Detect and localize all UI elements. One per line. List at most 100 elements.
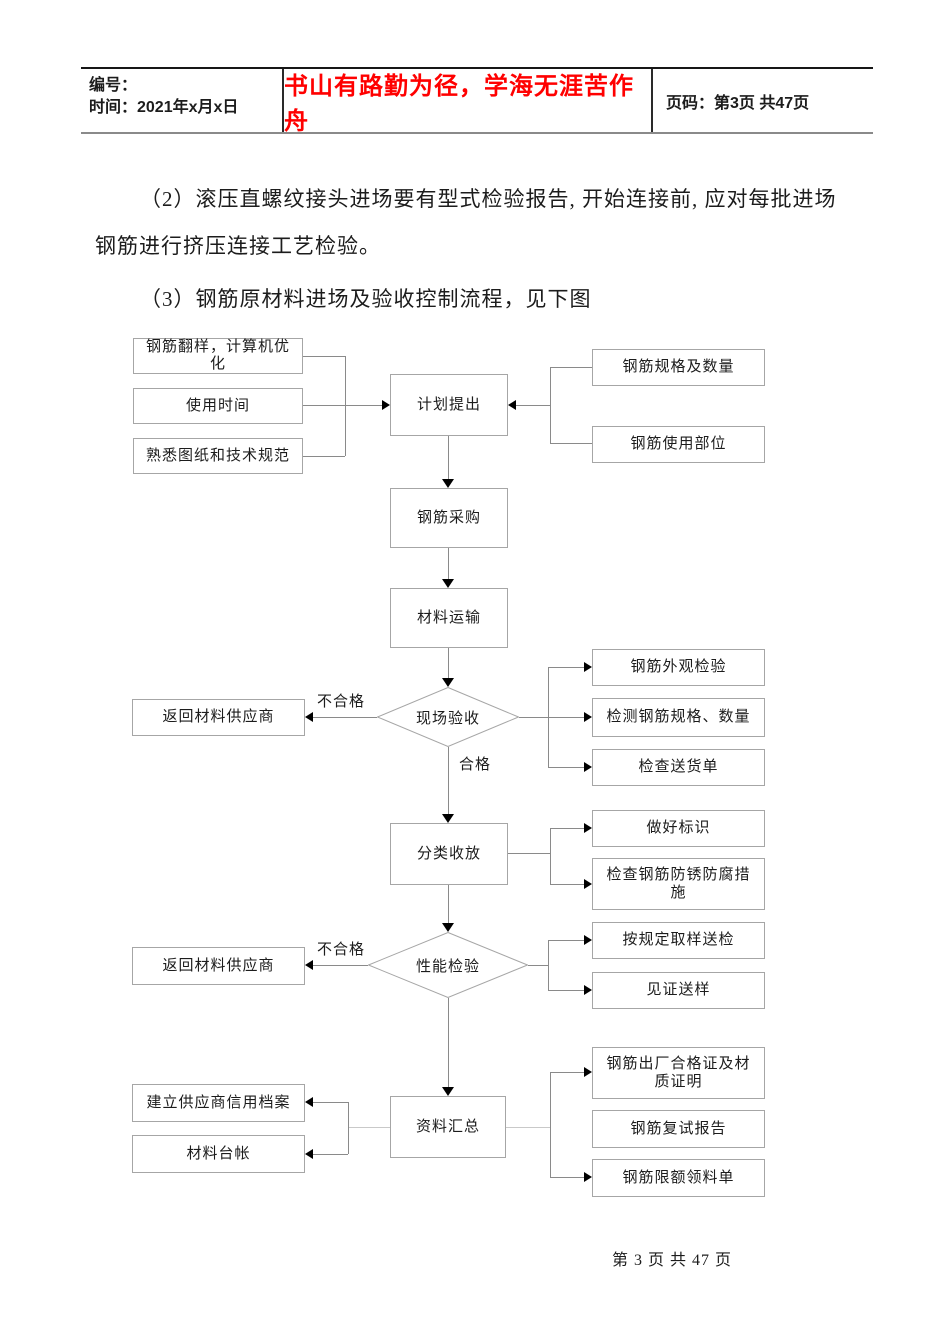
flow-arrow-down-icon bbox=[442, 678, 454, 687]
connector-line bbox=[548, 667, 584, 668]
header-cell-page: 页码：第3页 共47页 bbox=[653, 69, 873, 132]
node-supplier-credit-file: 建立供应商信用档案 bbox=[132, 1084, 305, 1122]
node-marking: 做好标识 bbox=[592, 810, 765, 847]
connector-line bbox=[550, 1177, 584, 1178]
header-cell-motto: 书山有路勤为径，学海无涯苦作舟 bbox=[282, 69, 653, 135]
connector-line bbox=[303, 405, 382, 406]
connector-line bbox=[448, 998, 449, 1087]
node-rust-protection: 检查钢筋防锈防腐措施 bbox=[592, 858, 765, 910]
node-witness-sampling: 见证送样 bbox=[592, 972, 765, 1009]
edge-label-fail-1: 不合格 bbox=[317, 694, 366, 710]
flow-arrow-left-icon bbox=[508, 400, 516, 410]
node-material-ledger: 材料台帐 bbox=[132, 1135, 305, 1173]
flow-arrow-right-icon bbox=[584, 712, 592, 722]
connector-line bbox=[313, 965, 368, 966]
connector-line bbox=[550, 828, 551, 884]
connector-line bbox=[519, 717, 548, 718]
node-usage-location: 钢筋使用部位 bbox=[592, 426, 765, 463]
connector-line bbox=[448, 885, 449, 923]
flow-arrow-left-icon bbox=[305, 1149, 313, 1159]
node-transport: 材料运输 bbox=[390, 588, 508, 648]
flow-arrow-right-icon bbox=[584, 823, 592, 833]
connector-line bbox=[448, 548, 449, 579]
node-spec-quantity: 钢筋规格及数量 bbox=[592, 349, 765, 386]
edge-label-fail-2: 不合格 bbox=[317, 942, 366, 958]
node-check-delivery-note: 检查送货单 bbox=[592, 749, 765, 786]
connector-line bbox=[508, 853, 550, 854]
document-time-label: 时间：2021年x月x日 bbox=[89, 99, 239, 116]
paragraph-3: （3）钢筋原材料进场及验收控制流程，见下图 bbox=[140, 287, 592, 311]
header-table: 编号： 时间：2021年x月x日 书山有路勤为径，学海无涯苦作舟 页码：第3页 … bbox=[81, 67, 873, 135]
footer-page-number: 第 3 页 共 47 页 bbox=[612, 1252, 733, 1269]
connector-line bbox=[506, 1127, 550, 1128]
flow-arrow-right-icon bbox=[584, 985, 592, 995]
flow-arrow-right-icon bbox=[584, 1172, 592, 1182]
node-appearance-inspection: 钢筋外观检验 bbox=[592, 649, 765, 686]
decision-site-acceptance-shape bbox=[377, 687, 519, 747]
connector-line bbox=[516, 405, 550, 406]
connector-line bbox=[313, 1102, 348, 1103]
connector-line bbox=[550, 367, 592, 368]
connector-line bbox=[313, 1154, 348, 1155]
node-procurement: 钢筋采购 bbox=[390, 488, 508, 548]
connector-line bbox=[448, 648, 449, 678]
connector-line bbox=[348, 1127, 390, 1128]
flow-arrow-down-icon bbox=[442, 579, 454, 588]
connector-line bbox=[550, 1072, 551, 1177]
connector-line bbox=[345, 356, 346, 456]
connector-line bbox=[548, 717, 584, 718]
connector-line bbox=[348, 1102, 349, 1154]
motto-text: 书山有路勤为径，学海无涯苦作舟 bbox=[284, 72, 634, 135]
connector-line bbox=[550, 828, 584, 829]
flow-arrow-right-icon bbox=[584, 1067, 592, 1077]
node-familiarize-drawings: 熟悉图纸和技术规范 bbox=[133, 438, 303, 474]
node-return-supplier-2: 返回材料供应商 bbox=[132, 947, 305, 985]
connector-line bbox=[550, 367, 551, 444]
node-return-supplier-1: 返回材料供应商 bbox=[132, 699, 305, 736]
node-sorted-storage: 分类收放 bbox=[390, 823, 508, 885]
flow-arrow-down-icon bbox=[442, 923, 454, 932]
node-sampling-per-rules: 按规定取样送检 bbox=[592, 922, 765, 959]
node-usage-time: 使用时间 bbox=[133, 388, 303, 424]
header-cell-number-time: 编号： 时间：2021年x月x日 bbox=[81, 69, 282, 132]
connector-line bbox=[550, 1072, 584, 1073]
decision-performance-test-shape bbox=[368, 932, 528, 998]
connector-line bbox=[550, 443, 592, 444]
connector-line bbox=[303, 356, 345, 357]
connector-line bbox=[528, 965, 548, 966]
paragraph-2-line-2: 钢筋进行挤压连接工艺检验。 bbox=[95, 234, 381, 258]
flow-arrow-down-icon bbox=[442, 814, 454, 823]
connector-line bbox=[548, 940, 584, 941]
connector-line bbox=[303, 456, 345, 457]
connector-line bbox=[548, 767, 584, 768]
connector-line bbox=[448, 436, 449, 479]
paragraph-2-line-1: （2）滚压直螺纹接头进场要有型式检验报告, 开始连接前, 应对每批进场 bbox=[140, 187, 837, 211]
flow-arrow-right-icon bbox=[584, 662, 592, 672]
node-data-summary: 资料汇总 bbox=[390, 1096, 506, 1158]
node-check-spec-quantity: 检测钢筋规格、数量 bbox=[592, 698, 765, 737]
node-retest-report: 钢筋复试报告 bbox=[592, 1110, 765, 1148]
flow-arrow-down-icon bbox=[442, 479, 454, 488]
flow-arrow-right-icon bbox=[382, 400, 390, 410]
node-rebar-detailing: 钢筋翻样，计算机优化 bbox=[133, 338, 303, 374]
flow-arrow-left-icon bbox=[305, 1097, 313, 1107]
node-quota-requisition: 钢筋限额领料单 bbox=[592, 1159, 765, 1197]
edge-label-pass: 合格 bbox=[459, 757, 492, 773]
flow-arrow-down-icon bbox=[442, 1087, 454, 1096]
decision-performance-test: 性能检验 bbox=[415, 958, 480, 975]
connector-line bbox=[448, 747, 449, 814]
node-mill-certificate: 钢筋出厂合格证及材质证明 bbox=[592, 1047, 765, 1099]
flow-arrow-left-icon bbox=[305, 712, 313, 722]
flow-arrow-right-icon bbox=[584, 935, 592, 945]
connector-line bbox=[548, 990, 584, 991]
flow-arrow-left-icon bbox=[305, 960, 313, 970]
connector-line bbox=[550, 884, 584, 885]
flow-arrow-right-icon bbox=[584, 879, 592, 889]
header-page-label: 页码：第3页 共47页 bbox=[666, 94, 810, 112]
document-number-label: 编号： bbox=[89, 77, 138, 94]
node-plan-proposal: 计划提出 bbox=[390, 374, 508, 436]
connector-line bbox=[313, 717, 377, 718]
decision-site-acceptance: 现场验收 bbox=[415, 710, 480, 727]
flow-arrow-right-icon bbox=[584, 762, 592, 772]
